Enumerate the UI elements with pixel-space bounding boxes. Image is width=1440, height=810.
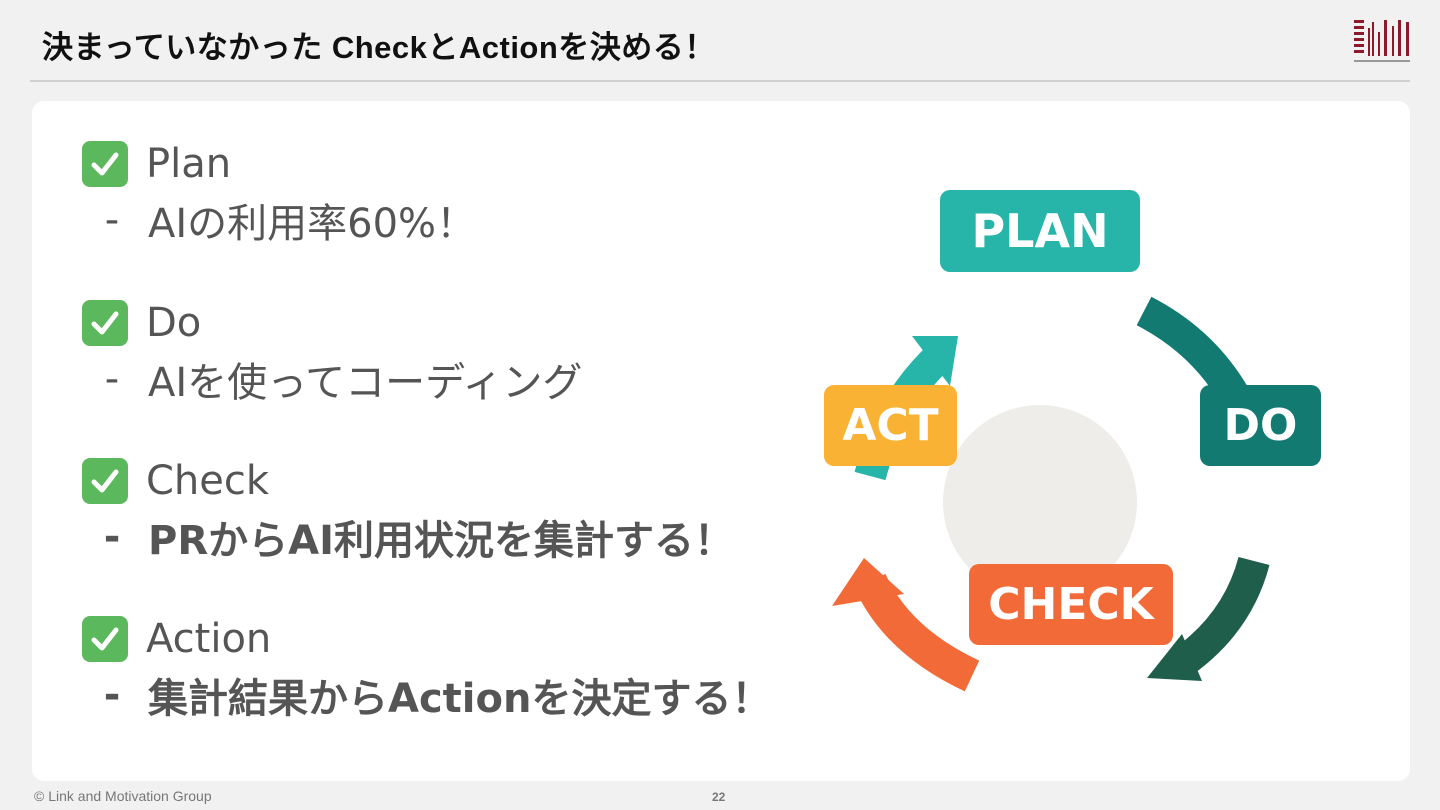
check-box: CHECK bbox=[969, 564, 1173, 645]
arrow-head-act bbox=[832, 558, 904, 606]
section-item: AIを使ってコーディング bbox=[148, 360, 583, 406]
section-label: Plan bbox=[146, 141, 232, 187]
section-label: Do bbox=[146, 300, 202, 346]
checkmark-icon bbox=[82, 141, 128, 187]
slide-title: 決まっていなかった CheckとActionを決める！ bbox=[42, 30, 716, 65]
center-circle bbox=[943, 405, 1137, 599]
section-action: Action - 集計結果からActionを決定する！ bbox=[82, 612, 771, 722]
section-item: PRからAI利用状況を集計する！ bbox=[148, 518, 734, 564]
dash-bullet: - bbox=[104, 197, 120, 243]
dash-bullet: - bbox=[104, 356, 120, 402]
section-item: 集計結果からActionを決定する！ bbox=[148, 676, 772, 722]
checkmark-icon bbox=[82, 458, 128, 504]
dash-bullet: - bbox=[103, 672, 121, 718]
section-do: Do - AIを使ってコーディング bbox=[82, 296, 582, 406]
plan-box: PLAN bbox=[940, 190, 1140, 272]
title-divider bbox=[30, 80, 1410, 82]
do-box: DO bbox=[1200, 385, 1321, 466]
page-number: 22 bbox=[712, 790, 726, 804]
section-label: Action bbox=[146, 616, 272, 662]
section-check: Check - PRからAI利用状況を集計する！ bbox=[82, 454, 734, 564]
checkmark-icon bbox=[82, 300, 128, 346]
act-box: ACT bbox=[824, 385, 957, 466]
checkmark-icon bbox=[82, 616, 128, 662]
content-card: Plan - AIの利用率60%！ Do - AIを使ってコーディング Chec… bbox=[32, 101, 1410, 781]
section-label: Check bbox=[146, 458, 270, 504]
arrow-head-plan bbox=[912, 336, 958, 386]
arrow-head-check bbox=[1147, 634, 1202, 681]
section-item: AIの利用率60%！ bbox=[148, 201, 477, 247]
dash-bullet: - bbox=[103, 514, 121, 560]
footer-copyright: © Link and Motivation Group bbox=[34, 788, 212, 804]
pdca-cycle-diagram: PLAN DO CHECK ACT bbox=[792, 186, 1332, 746]
section-plan: Plan - AIの利用率60%！ bbox=[82, 137, 476, 247]
company-logo bbox=[1354, 20, 1410, 62]
